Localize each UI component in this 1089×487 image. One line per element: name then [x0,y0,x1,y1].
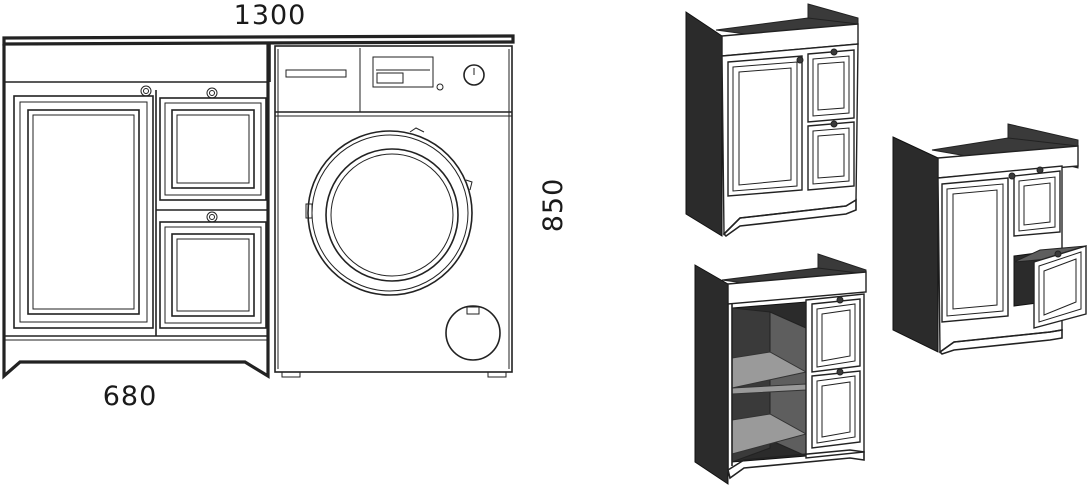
vanity-cabinet-front [2,44,270,380]
detergent-drawer [285,69,347,78]
cabinet-width-label: 680 [103,381,158,412]
lower-drawer [159,211,267,329]
upper-drawer [159,87,267,201]
drawer-knob-icon [206,211,218,223]
cabinet-3d-closed [685,3,859,238]
cabinet-3d-shelves [694,253,867,485]
drawer-knob-icon [206,87,218,99]
display-panel [372,56,434,88]
cabinet-3d-open-drawer [892,123,1087,355]
countertop [2,34,515,82]
height-label: 850 [538,178,569,233]
left-door [13,85,154,329]
washer-door [305,127,473,296]
door-knob-icon [140,85,152,97]
filter-hatch [445,305,501,361]
total-width-label: 1300 [234,0,307,31]
program-dial-icon [463,64,485,86]
washing-machine [274,45,513,378]
